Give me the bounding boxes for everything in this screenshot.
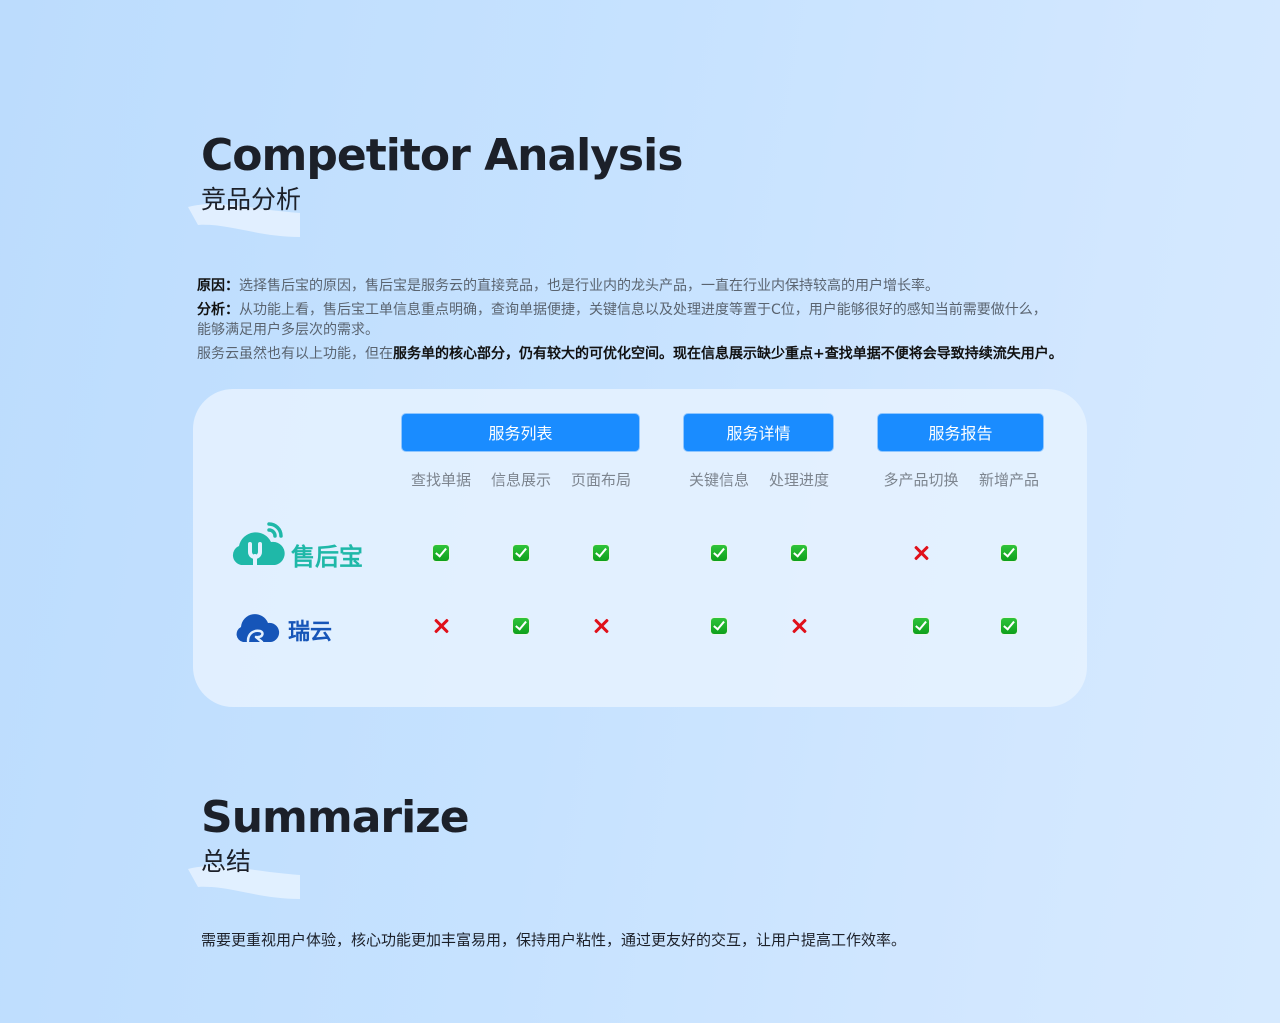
check-icon <box>433 545 449 561</box>
decorative-swoosh <box>188 865 300 899</box>
check-icon <box>711 618 727 634</box>
page-title: Competitor Analysis <box>201 130 683 181</box>
check-icon <box>791 545 807 561</box>
feature-page-layout: 页面布局 <box>570 471 632 489</box>
category-service-report[interactable]: 服务报告 <box>877 413 1044 452</box>
analysis-label: 分析： <box>197 302 239 318</box>
check-icon <box>513 545 529 561</box>
analysis-text-cont: 能够满足用户多层次的需求。 <box>197 322 379 338</box>
feature-multi-product: 多产品切换 <box>883 471 959 489</box>
cross-icon <box>433 618 449 634</box>
page-subtitle: 竞品分析 <box>201 185 302 214</box>
feature-info-display: 信息展示 <box>490 471 552 489</box>
reason-paragraph: 原因：选择售后宝的原因，售后宝是服务云的直接竞品，也是行业内的龙头产品，一直在行… <box>197 276 939 296</box>
conclusion-text: 服务云虽然也有以上功能，但在 <box>197 346 393 362</box>
check-icon <box>593 545 609 561</box>
cross-icon <box>913 545 929 561</box>
feature-progress: 处理进度 <box>768 471 830 489</box>
feature-find-orders: 查找单据 <box>410 471 472 489</box>
check-icon <box>711 545 727 561</box>
summary-subtitle: 总结 <box>201 847 252 876</box>
summary-text: 需要更重视用户体验，核心功能更加丰富易用，保持用户粘性，通过更友好的交互，让用户… <box>201 931 907 949</box>
check-icon <box>913 618 929 634</box>
shouhoubao-logo-icon <box>232 522 285 566</box>
product-name-ruiyun: 瑞云 <box>288 620 333 645</box>
product-name-shouhoubao: 售后宝 <box>291 543 363 571</box>
cross-icon <box>791 618 807 634</box>
category-service-detail[interactable]: 服务详情 <box>683 413 834 452</box>
conclusion-paragraph: 服务云虽然也有以上功能，但在服务单的核心部分，仍有较大的可优化空间。现在信息展示… <box>197 344 1063 364</box>
cross-icon <box>593 618 609 634</box>
analysis-text: 从功能上看，售后宝工单信息重点明确，查询单据便捷，关键信息以及处理进度等置于C位… <box>239 302 1047 318</box>
feature-key-info: 关键信息 <box>688 471 750 489</box>
reason-text: 选择售后宝的原因，售后宝是服务云的直接竞品，也是行业内的龙头产品，一直在行业内保… <box>239 278 939 294</box>
reason-label: 原因： <box>197 278 239 294</box>
check-icon <box>1001 618 1017 634</box>
analysis-paragraph: 分析：从功能上看，售后宝工单信息重点明确，查询单据便捷，关键信息以及处理进度等置… <box>197 300 1047 340</box>
decorative-swoosh <box>188 203 300 237</box>
ruiyun-logo-icon <box>236 614 280 643</box>
category-service-list[interactable]: 服务列表 <box>401 413 640 452</box>
summary-title: Summarize <box>201 792 470 843</box>
check-icon <box>1001 545 1017 561</box>
check-icon <box>513 618 529 634</box>
conclusion-emphasis: 服务单的核心部分，仍有较大的可优化空间。现在信息展示缺少重点+查找单据不便将会导… <box>393 346 1063 362</box>
feature-add-product: 新增产品 <box>978 471 1040 489</box>
